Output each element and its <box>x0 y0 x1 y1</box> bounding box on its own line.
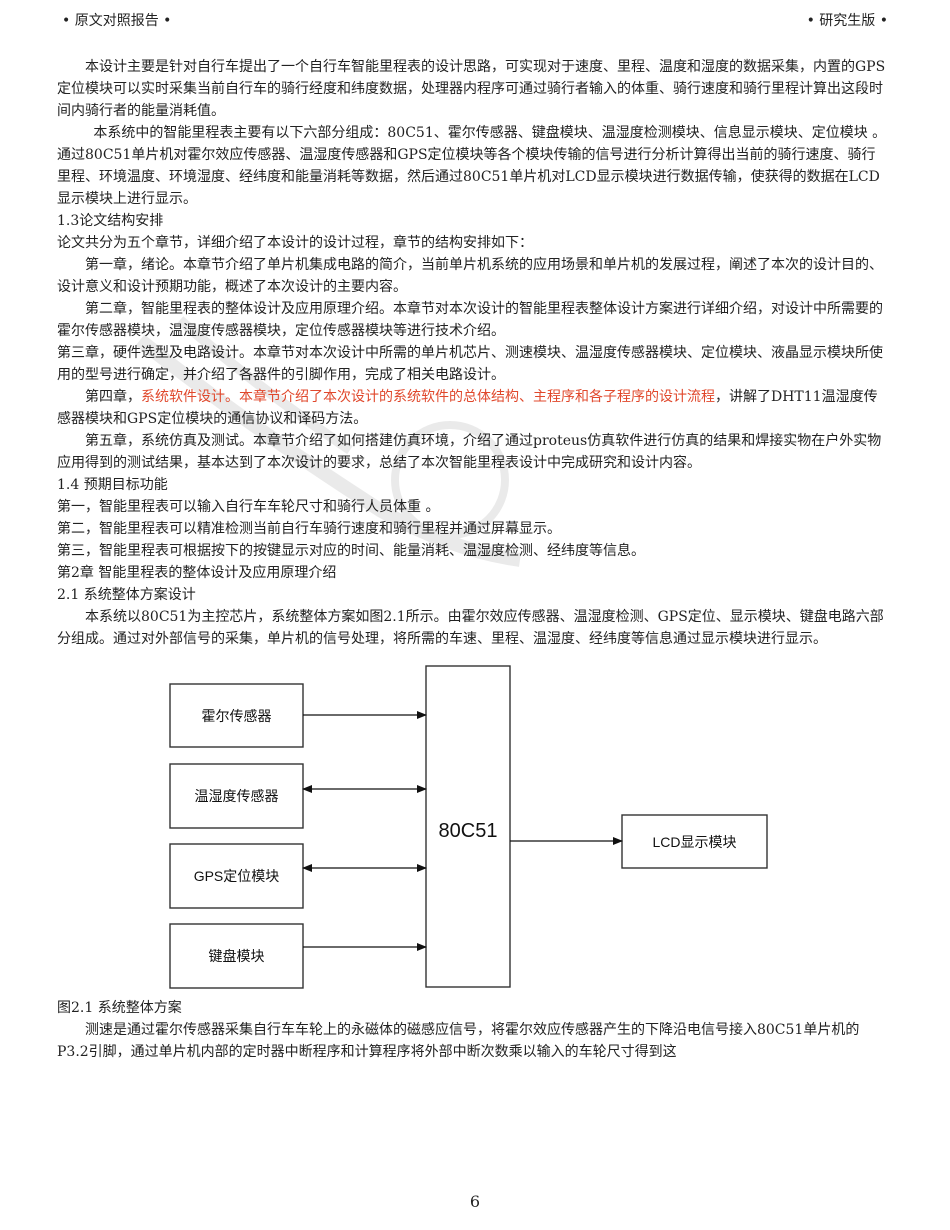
keypad-module-box <box>169 923 304 989</box>
chapter-4-prefix: 第四章， <box>85 389 141 405</box>
hall-sensor-label: 霍尔传感器 <box>202 708 272 724</box>
paragraph-chapter-3: 第三章，硬件选型及电路设计。本章节对本次设计中所需的单片机芯片、测速模块、温湿度… <box>57 345 883 383</box>
section-heading-1-4: 1.4 预期目标功能 <box>57 477 168 493</box>
section-heading-2-1: 2.1 系统整体方案设计 <box>57 587 196 603</box>
figure-caption: 图2.1 系统整体方案 <box>57 1000 182 1016</box>
chapter-2-title: 第2章 智能里程表的整体设计及应用原理介绍 <box>57 565 337 581</box>
paragraph-chapter-4: 第四章，系统软件设计。本章节介绍了本次设计的系统软件的总体结构、主程序和各子程序… <box>57 386 887 430</box>
paragraph-chapter-2: 第二章，智能里程表的整体设计及应用原理介绍。本章节对本次设计的智能里程表整体设计… <box>57 301 883 339</box>
chapter-4-suffix: ，讲解了DHT11温湿度传感器模块和GPS定位模块的通信协议和译码方法。 <box>57 389 878 427</box>
header-left-title: • 原文对照报告 • <box>62 13 172 29</box>
header-right-title: • 研究生版 • <box>806 13 888 29</box>
diagram-canvas: 霍尔传感器 温湿度传感器 GPS定位模块 键盘模块 80C51 LCD显示模块 <box>169 665 768 989</box>
lcd-module-label: LCD显示模块 <box>652 834 736 850</box>
lcd-module-box <box>621 814 768 869</box>
system-block-diagram: 霍尔传感器 温湿度传感器 GPS定位模块 键盘模块 80C51 LCD显示模块 <box>57 658 887 993</box>
goal-item: 第一，智能里程表可以输入自行车车轮尺寸和骑行人员体重 。 <box>57 499 440 515</box>
gps-module-label: GPS定位模块 <box>194 868 280 884</box>
temp-sensor-box <box>169 763 304 829</box>
mcu-box <box>425 665 511 988</box>
page-number: 6 <box>469 1192 481 1211</box>
document-body: 本设计主要是针对自行车提出了一个自行车智能里程表的设计思路，可实现对于速度、里程… <box>57 56 887 1063</box>
section-heading-1-3: 1.3论文结构安排 <box>57 213 164 229</box>
paragraph-chapter-1: 第一章，绪论。本章节介绍了单片机集成电路的简介，当前单片机系统的应用场景和单片机… <box>57 257 883 295</box>
page-header: • 原文对照报告 • • 研究生版 • <box>62 10 888 30</box>
chapter-4-highlight: 系统软件设计。本章节介绍了本次设计的系统软件的总体结构、主程序和各子程序的设计流… <box>141 389 715 405</box>
paragraph-system-parts: 本系统中的智能里程表主要有以下六部分组成：80C51、霍尔传感器、键盘模块、温湿… <box>57 125 887 207</box>
paragraph-chapter-5: 第五章，系统仿真及测试。本章节介绍了如何搭建仿真环境，介绍了通过proteus仿… <box>57 433 882 471</box>
paragraph-design-intro: 本设计主要是针对自行车提出了一个自行车智能里程表的设计思路，可实现对于速度、里程… <box>57 59 886 119</box>
goal-item: 第二，智能里程表可以精准检测当前自行车骑行速度和骑行里程并通过屏幕显示。 <box>57 521 561 537</box>
keypad-module-label: 键盘模块 <box>209 948 265 964</box>
goal-item: 第三，智能里程表可根据按下的按键显示对应的时间、能量消耗、温湿度检测、经纬度等信… <box>57 543 645 559</box>
gps-module-box <box>169 843 304 909</box>
temp-sensor-label: 温湿度传感器 <box>195 788 279 804</box>
paragraph-structure-intro: 论文共分为五个章节，详细介绍了本设计的设计过程，章节的结构安排如下： <box>57 235 533 251</box>
mcu-label: 80C51 <box>439 820 498 842</box>
paragraph-speed-measurement: 测速是通过霍尔传感器采集自行车车轮上的永磁体的磁感应信号，将霍尔效应传感器产生的… <box>57 1022 860 1060</box>
paragraph-system-scheme: 本系统以80C51为主控芯片，系统整体方案如图2.1所示。由霍尔效应传感器、温湿… <box>57 609 884 647</box>
